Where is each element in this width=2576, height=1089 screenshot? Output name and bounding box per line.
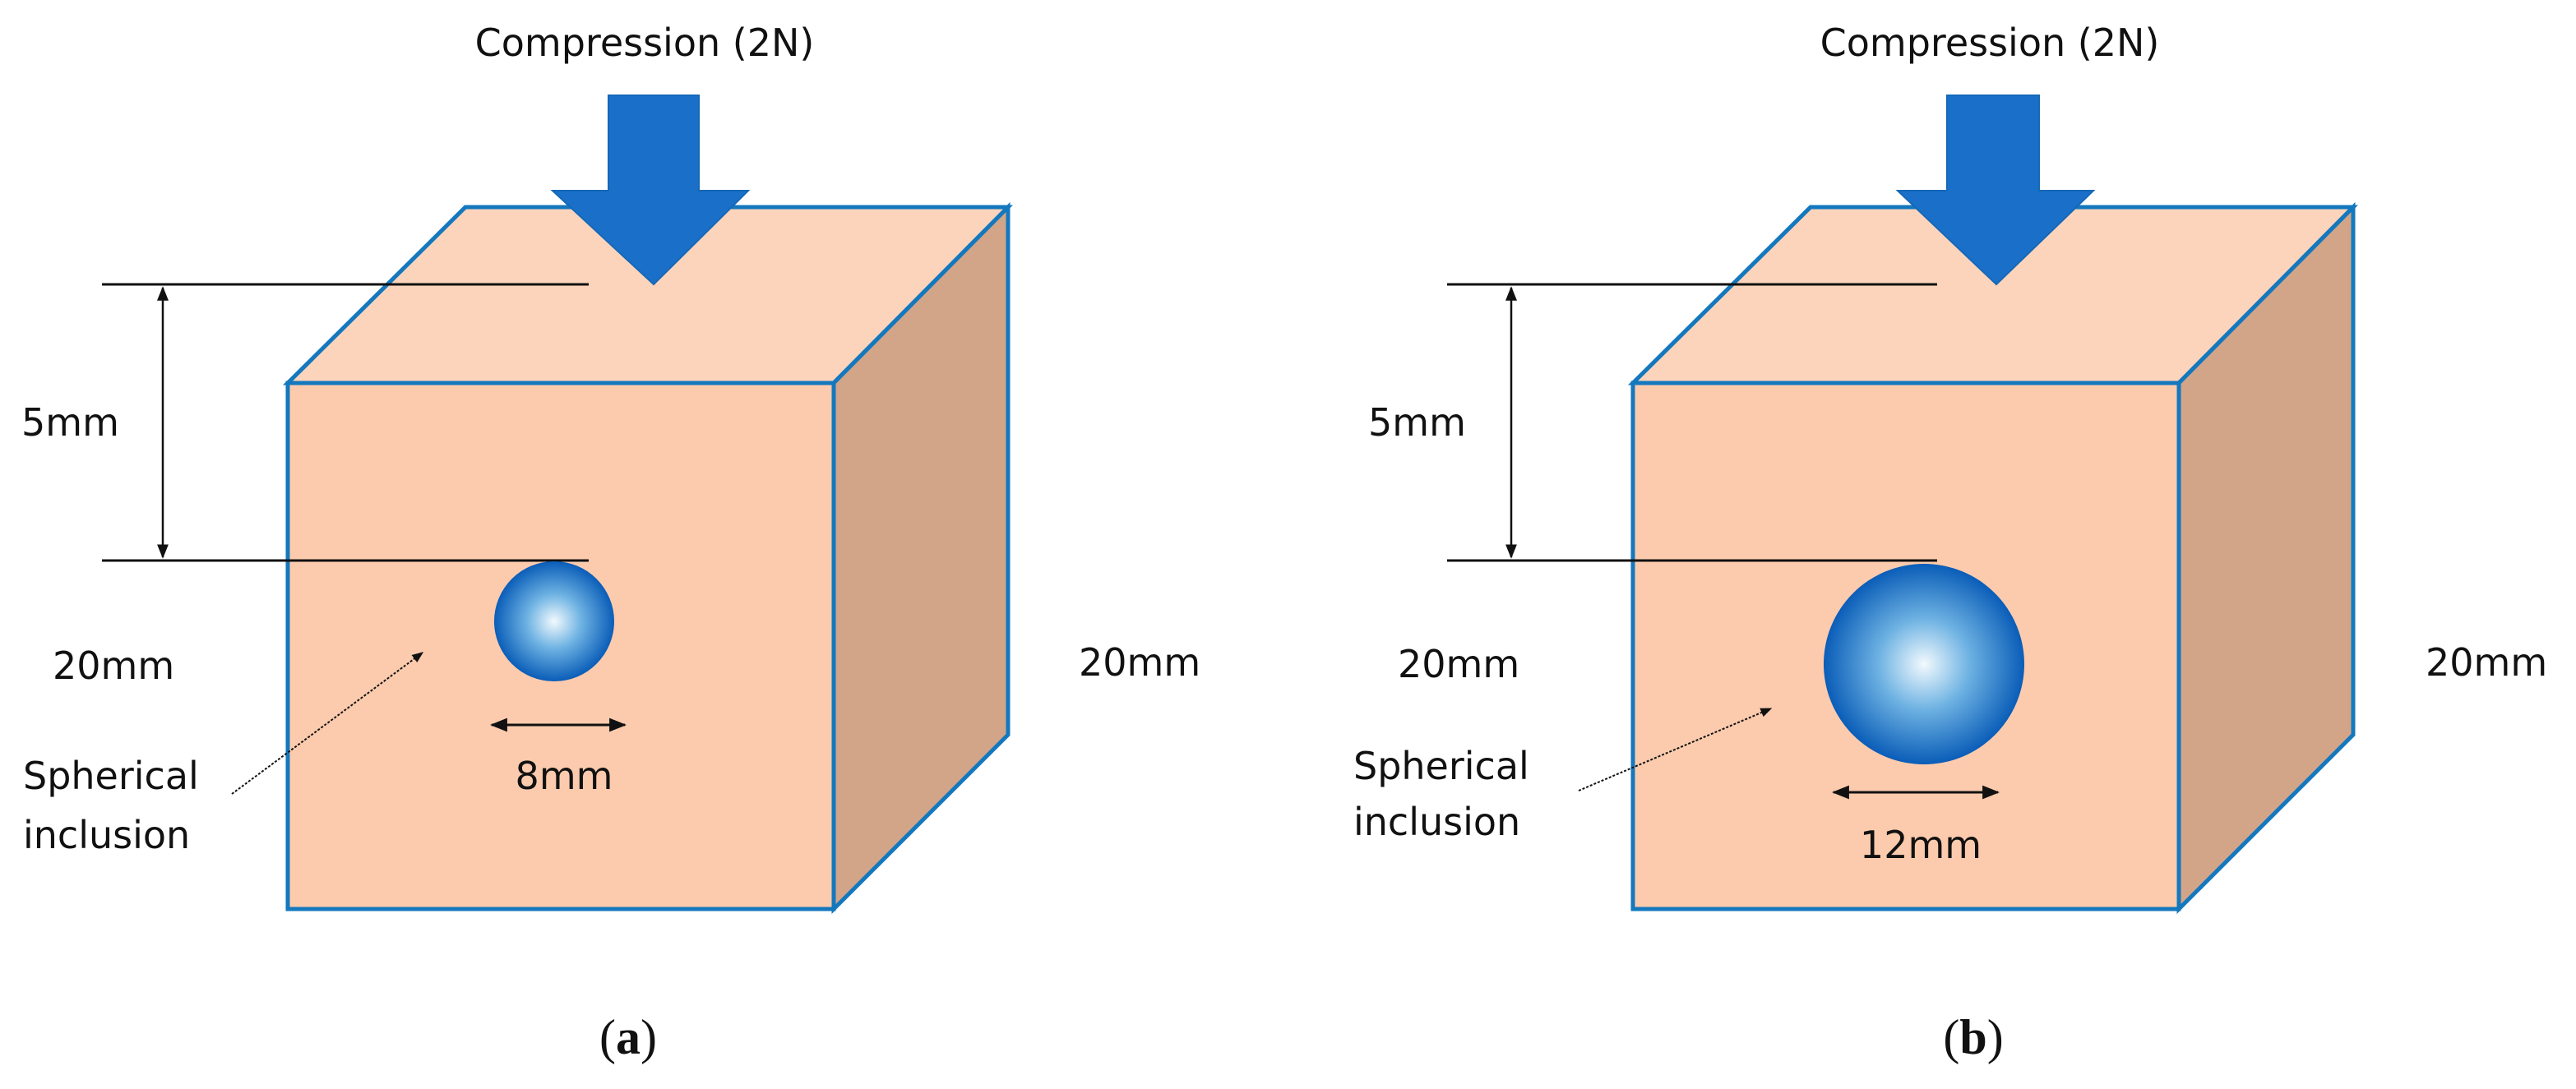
spherical-inclusion-icon xyxy=(1824,564,2024,764)
depth-label: 5mm xyxy=(21,400,119,445)
diameter-label: 8mm xyxy=(516,754,613,798)
cube-b xyxy=(1627,201,2358,915)
load-label: Compression (2N) xyxy=(475,21,815,65)
panel-b: Compression (2N) 5mm 20mm 20mm 12mm Sphe… xyxy=(1353,21,2547,1064)
right-size-label: 20mm xyxy=(2426,640,2547,685)
right-size-label: 20mm xyxy=(1079,640,1200,685)
inclusion-label-line1: Spherical xyxy=(23,754,199,798)
inclusion-label-line2: inclusion xyxy=(1353,800,1520,844)
panel-a: Compression (2N) 5mm 20mm 20mm 8mm Spher… xyxy=(21,21,1200,1064)
spherical-inclusion-icon xyxy=(494,561,614,681)
load-label: Compression (2N) xyxy=(1820,21,2160,65)
inclusion-leader-arrow xyxy=(1578,708,1773,791)
cube-a xyxy=(282,201,1013,915)
inclusion-label-line2: inclusion xyxy=(23,813,190,857)
compression-arrow-icon xyxy=(550,95,751,286)
diameter-label: 12mm xyxy=(1860,823,1982,867)
left-size-label: 20mm xyxy=(1398,642,1519,686)
left-size-label: 20mm xyxy=(53,644,174,688)
inclusion-label-line1: Spherical xyxy=(1353,744,1529,788)
inclusion-leader-arrow xyxy=(231,652,424,795)
depth-label: 5mm xyxy=(1368,400,1466,445)
panel-caption: (a) xyxy=(599,1010,657,1064)
compression-arrow-icon xyxy=(1895,95,2096,286)
panel-caption: (b) xyxy=(1943,1010,2003,1064)
